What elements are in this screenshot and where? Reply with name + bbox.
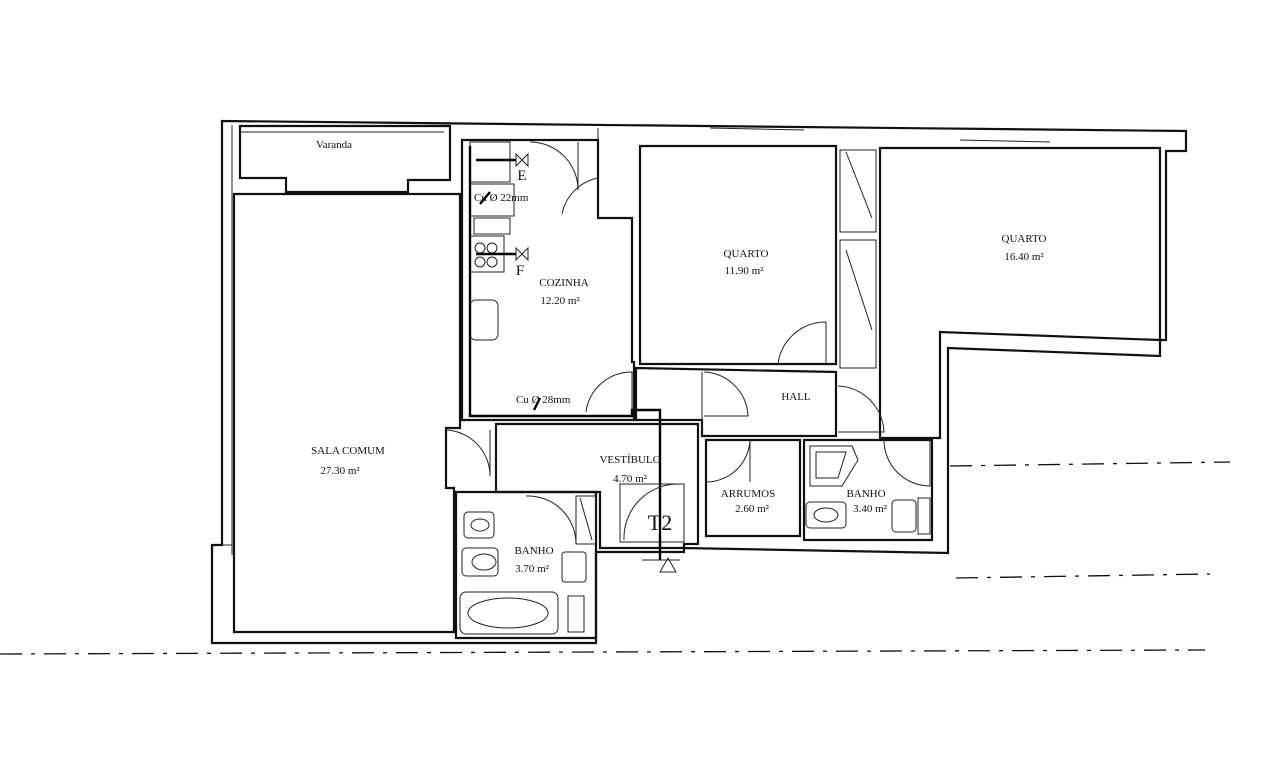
arrumos-area: 2.60 m²	[735, 503, 770, 515]
wardrobes	[839, 149, 877, 369]
quarto-2-room	[837, 139, 1162, 440]
pipe-label-28: Cu Ø 28mm	[516, 394, 571, 406]
quarto-1-label: QUARTO	[724, 248, 769, 260]
arrumos-label: ARRUMOS	[721, 488, 775, 500]
vestibulo-label: VESTÍBULO	[599, 454, 660, 466]
banho-2-room	[802, 438, 934, 542]
room-labels: Varanda SALA COMUM 27.30 m² COZINHA 12.2…	[311, 139, 1046, 575]
valve-label-e: E	[517, 168, 526, 184]
valve-label-f: F	[516, 263, 524, 279]
sala-comum-label: SALA COMUM	[311, 445, 385, 457]
cozinha-area: 12.20 m²	[540, 295, 580, 307]
banho-1-room	[454, 490, 598, 640]
valve-symbols	[515, 152, 529, 262]
quarto-2-label: QUARTO	[1002, 233, 1047, 245]
sala-comum-room	[232, 192, 491, 634]
cozinha-label: COZINHA	[539, 277, 589, 289]
banho-1-area: 3.70 m²	[515, 563, 550, 575]
banho-2-label: BANHO	[846, 488, 885, 500]
typology-label: T2	[648, 510, 672, 535]
sala-comum-area: 27.30 m²	[320, 465, 360, 477]
varanda-label: Varanda	[316, 139, 352, 151]
banho-1-label: BANHO	[514, 545, 553, 557]
dashed-lines	[0, 461, 1231, 655]
varanda-room	[238, 124, 452, 194]
pipe-label-22: Cu Ø 22mm	[474, 192, 529, 204]
hall-label: HALL	[781, 391, 811, 403]
banho-2-area: 3.40 m²	[853, 503, 888, 515]
quarto-2-area: 16.40 m²	[1004, 251, 1044, 263]
section-marker	[642, 556, 680, 573]
vestibulo-area: 4.70 m²	[613, 473, 648, 485]
outer-walls	[210, 119, 1188, 645]
quarto-1-area: 11.90 m²	[725, 265, 765, 277]
arrumos-room	[704, 438, 802, 538]
hall-room	[634, 366, 838, 438]
gas-pipes	[468, 146, 662, 560]
quarto-1-room	[597, 127, 838, 366]
